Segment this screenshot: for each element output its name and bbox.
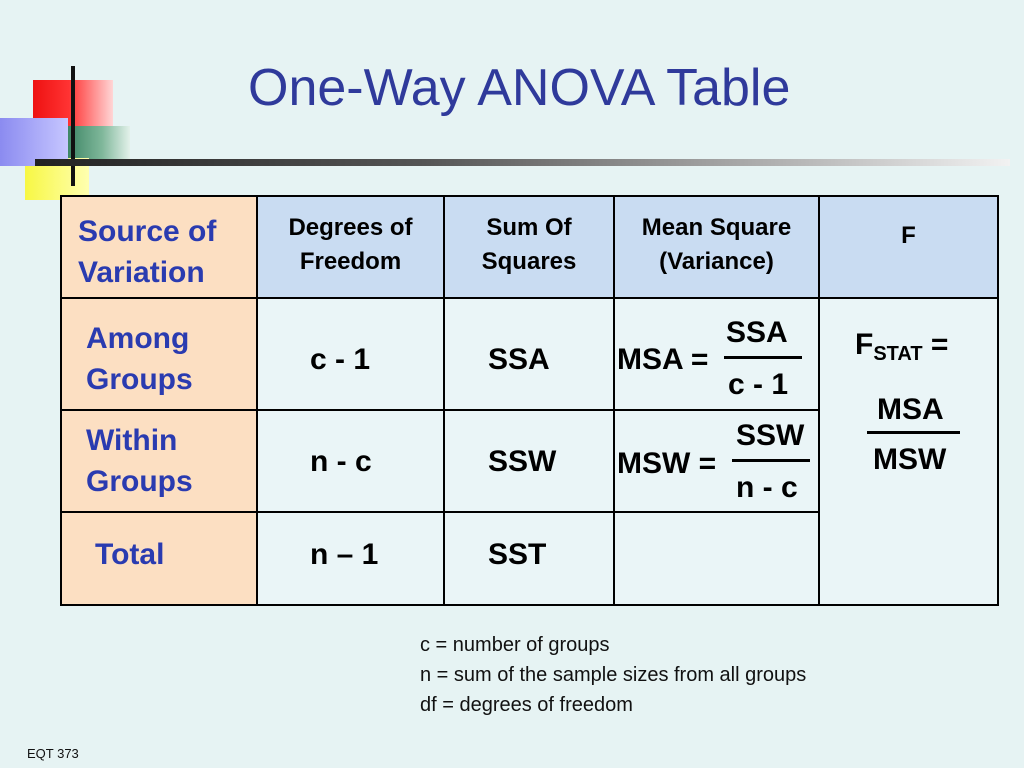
row-total-df: n – 1 xyxy=(310,538,379,571)
row-within-ms-label: MSW = xyxy=(617,447,717,480)
row-among-ms-numerator: SSA xyxy=(726,316,788,349)
header-ss-line2: Squares xyxy=(481,248,577,275)
f-stat-denominator: MSW xyxy=(873,443,947,476)
header-row-fill xyxy=(256,195,999,298)
legend: c = number of groups n = sum of the samp… xyxy=(420,630,806,720)
row-among-df: c - 1 xyxy=(310,343,371,376)
header-source-line1: Source of xyxy=(78,215,217,248)
logo-blue-square xyxy=(0,118,68,166)
table-border-right xyxy=(997,195,999,606)
row-among-ms-denominator: c - 1 xyxy=(728,368,789,401)
column-divider xyxy=(256,195,258,606)
row-within-ms-denominator: n - c xyxy=(736,471,798,504)
row-among-fraction-bar xyxy=(724,356,802,359)
body-fill xyxy=(256,298,999,606)
f-stat-fraction-bar xyxy=(867,431,960,434)
row-among-source-line1: Among xyxy=(86,322,190,355)
header-ms: Mean Square (Variance) xyxy=(615,211,818,279)
header-df-line1: Degrees of xyxy=(288,214,413,241)
source-column-fill xyxy=(60,195,256,606)
page-title: One-Way ANOVA Table xyxy=(248,59,791,117)
row-divider xyxy=(60,511,820,513)
row-among-source: Among Groups xyxy=(86,318,193,400)
row-within-fraction-bar xyxy=(732,459,810,462)
row-within-source: Within Groups xyxy=(86,420,193,502)
header-df-line2: Freedom xyxy=(299,248,402,275)
title-divider-line xyxy=(35,159,1010,166)
row-within-df: n - c xyxy=(310,445,372,478)
row-within-ms-numerator: SSW xyxy=(736,419,805,452)
row-divider xyxy=(60,297,999,299)
row-among-source-line2: Groups xyxy=(86,363,193,396)
anova-table: Source of Variation Degrees of Freedom S… xyxy=(60,195,999,606)
header-ss: Sum Of Squares xyxy=(445,211,613,279)
column-divider xyxy=(818,195,820,606)
column-divider xyxy=(613,195,615,606)
header-ms-line2: (Variance) xyxy=(659,248,774,275)
row-among-ss: SSA xyxy=(488,343,550,376)
table-border-top xyxy=(60,195,999,197)
f-stat-subscript: STAT xyxy=(873,343,923,365)
header-ms-line1: Mean Square xyxy=(641,214,792,241)
f-stat-label: FSTAT = xyxy=(855,327,948,372)
row-total-source: Total xyxy=(95,538,165,571)
row-divider xyxy=(60,409,820,411)
f-stat-numerator: MSA xyxy=(877,393,944,426)
row-within-source-line2: Groups xyxy=(86,465,193,498)
header-f: F xyxy=(901,222,916,249)
legend-item: n = sum of the sample sizes from all gro… xyxy=(420,664,807,686)
table-border-left xyxy=(60,195,62,606)
header-df: Degrees of Freedom xyxy=(258,211,443,279)
row-among-ms-label: MSA = xyxy=(617,343,709,376)
table-border-bottom xyxy=(60,604,999,606)
f-stat-letter: F xyxy=(855,328,874,361)
logo-vertical-line xyxy=(71,66,75,186)
legend-item: c = number of groups xyxy=(420,634,610,656)
header-ss-line1: Sum Of xyxy=(486,214,572,241)
column-divider xyxy=(443,195,445,606)
header-source: Source of Variation xyxy=(78,211,216,293)
row-within-ss: SSW xyxy=(488,445,557,478)
row-within-source-line1: Within xyxy=(86,424,178,457)
footer-course-code: EQT 373 xyxy=(27,746,79,761)
row-total-ss: SST xyxy=(488,538,547,571)
header-source-line2: Variation xyxy=(78,256,205,289)
legend-item: df = degrees of freedom xyxy=(420,694,633,716)
f-stat-equals: = xyxy=(930,328,949,361)
